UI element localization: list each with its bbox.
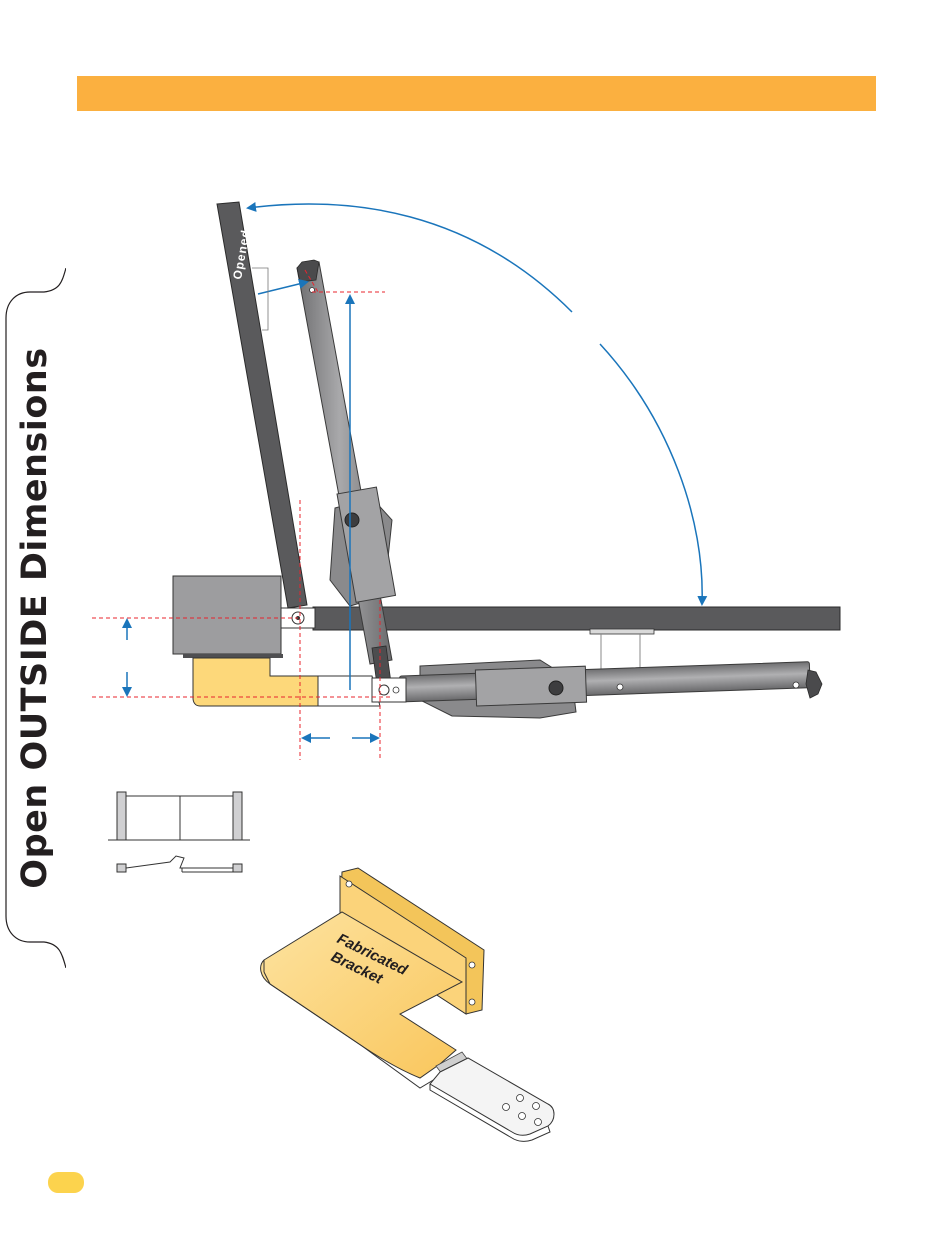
- double-gate-icon: [108, 792, 250, 872]
- page-number-tab: [48, 1172, 84, 1193]
- operator-closed-position: [372, 660, 822, 718]
- post-bracket: [193, 658, 380, 706]
- opening-angle-arc: [248, 204, 572, 312]
- gate-post: [173, 576, 283, 658]
- closed-gate-panel: [313, 607, 840, 672]
- opening-angle-arc-lower: [600, 344, 702, 604]
- dimension-c-arrow: [258, 282, 307, 294]
- opened-gate-panel: Opened: [217, 202, 307, 608]
- fabricated-bracket-illustration: Fabricated Bracket: [261, 868, 554, 1141]
